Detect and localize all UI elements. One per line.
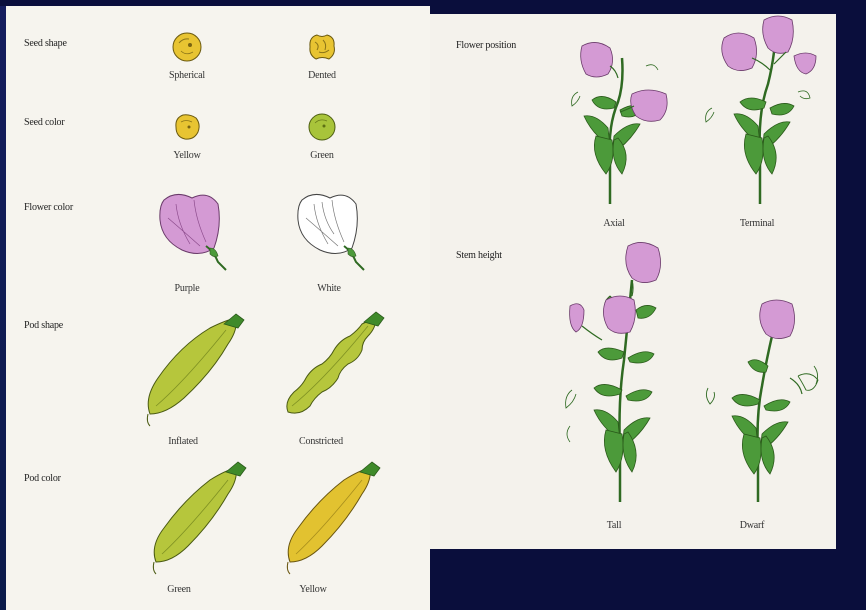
trait-label-stem-height: Stem height bbox=[456, 250, 502, 261]
white-flower-icon bbox=[294, 190, 370, 272]
caption-constricted: Constricted bbox=[276, 436, 366, 447]
left-figure-panel-margin bbox=[392, 0, 430, 610]
tall-plant-icon bbox=[562, 240, 674, 502]
caption-yellow-pod: Yellow bbox=[268, 584, 358, 595]
caption-axial: Axial bbox=[569, 218, 659, 229]
trait-label-flower-color: Flower color bbox=[24, 202, 73, 213]
terminal-plant-icon bbox=[702, 12, 822, 204]
axial-plant-icon bbox=[562, 36, 674, 204]
trait-label-flower-position: Flower position bbox=[456, 40, 516, 51]
caption-dwarf: Dwarf bbox=[707, 520, 797, 531]
yellow-seed-icon bbox=[170, 110, 204, 144]
purple-flower-icon bbox=[156, 190, 232, 272]
caption-spherical: Spherical bbox=[142, 70, 232, 81]
caption-tall: Tall bbox=[569, 520, 659, 531]
green-seed-icon bbox=[305, 110, 339, 144]
caption-purple: Purple bbox=[142, 283, 232, 294]
trait-label-pod-color: Pod color bbox=[24, 473, 61, 484]
top-border bbox=[0, 0, 866, 6]
trait-label-pod-shape: Pod shape bbox=[24, 320, 63, 331]
caption-green-seed: Green bbox=[277, 150, 367, 161]
caption-yellow-seed: Yellow bbox=[142, 150, 232, 161]
dented-seed-icon bbox=[305, 30, 339, 64]
constricted-pod-icon bbox=[280, 310, 390, 430]
trait-label-seed-shape: Seed shape bbox=[24, 38, 67, 49]
spherical-seed-icon bbox=[170, 30, 204, 64]
caption-white: White bbox=[284, 283, 374, 294]
caption-dented: Dented bbox=[277, 70, 367, 81]
inflated-pod-icon bbox=[140, 310, 250, 430]
yellow-pod-icon bbox=[280, 458, 384, 578]
trait-label-seed-color: Seed color bbox=[24, 117, 65, 128]
caption-terminal: Terminal bbox=[712, 218, 802, 229]
caption-green-pod: Green bbox=[134, 584, 224, 595]
green-pod-icon bbox=[146, 458, 250, 578]
caption-inflated: Inflated bbox=[138, 436, 228, 447]
dwarf-plant-icon bbox=[702, 296, 826, 502]
